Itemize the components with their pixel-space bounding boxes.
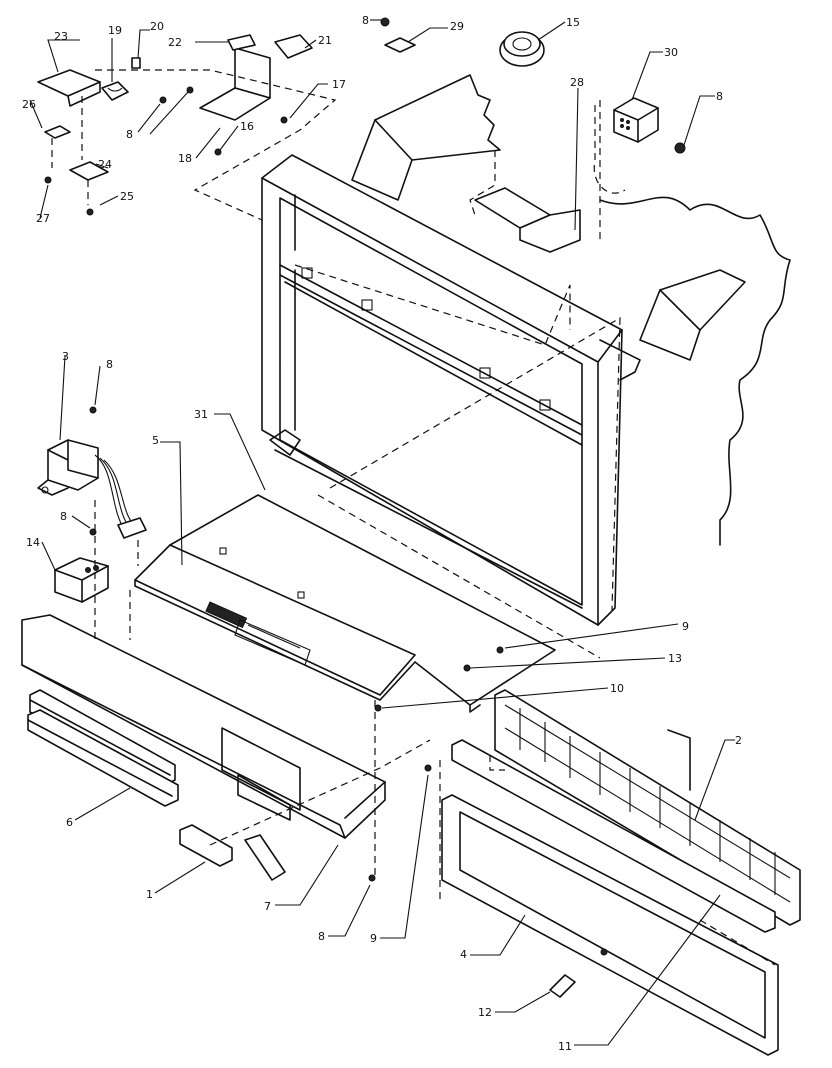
cabinet-outline	[351, 74, 791, 546]
label-6: 6	[66, 816, 73, 829]
foam-blocks	[179, 824, 286, 881]
label-8b: 8	[716, 90, 723, 103]
label-15: 15	[566, 16, 580, 29]
label-8e: 8	[60, 510, 67, 523]
label-9a: 9	[682, 620, 689, 633]
pcb-assembly	[134, 544, 416, 701]
label-7: 7	[264, 900, 271, 913]
label-4: 4	[460, 948, 467, 961]
label-10: 10	[610, 682, 624, 695]
top-dashed-guides	[94, 69, 776, 966]
label-24: 24	[98, 158, 112, 171]
label-8c: 8	[126, 128, 133, 141]
front-display-panel	[494, 689, 801, 926]
label-25: 25	[120, 190, 134, 203]
label-8f: 8	[318, 930, 325, 943]
lens	[451, 739, 776, 933]
label-3: 3	[62, 350, 69, 363]
screw-icons	[44, 17, 686, 998]
top-plate	[199, 34, 313, 121]
label-17: 17	[332, 78, 346, 91]
label-16: 16	[240, 120, 254, 133]
label-14: 14	[26, 536, 40, 549]
top-left-bracket	[37, 57, 141, 205]
speaker-ring	[499, 31, 545, 67]
label-8d: 8	[106, 358, 113, 371]
leader-lines	[29, 19, 735, 1046]
part-labels: 23 19 20 22 21 8 29 15 30 8 28 17 16 18 …	[22, 14, 742, 1053]
label-9b: 9	[370, 932, 377, 945]
label-22: 22	[168, 36, 182, 49]
label-2: 2	[735, 734, 742, 747]
front-frame	[261, 154, 623, 626]
mount-bracket	[474, 187, 581, 253]
transformer	[37, 439, 147, 539]
label-5: 5	[152, 434, 159, 447]
label-29: 29	[450, 20, 464, 33]
connector-block	[613, 97, 659, 143]
label-27: 27	[36, 212, 50, 225]
label-28: 28	[570, 76, 584, 89]
outer-bezel	[441, 794, 779, 1056]
label-20: 20	[150, 20, 164, 33]
shield-plate	[169, 494, 556, 713]
label-18: 18	[178, 152, 192, 165]
label-11: 11	[558, 1040, 572, 1053]
label-8a: 8	[362, 14, 369, 27]
label-19: 19	[108, 24, 122, 37]
label-13: 13	[668, 652, 682, 665]
lower-chassis	[21, 614, 386, 839]
label-12: 12	[478, 1006, 492, 1019]
label-21: 21	[318, 34, 332, 47]
label-23: 23	[54, 30, 68, 43]
rail-strips	[27, 689, 179, 807]
label-1: 1	[146, 888, 153, 901]
label-30: 30	[664, 46, 678, 59]
small-pad	[384, 37, 416, 53]
label-31: 31	[194, 408, 208, 421]
relay	[54, 557, 109, 603]
label-26: 26	[22, 98, 36, 111]
